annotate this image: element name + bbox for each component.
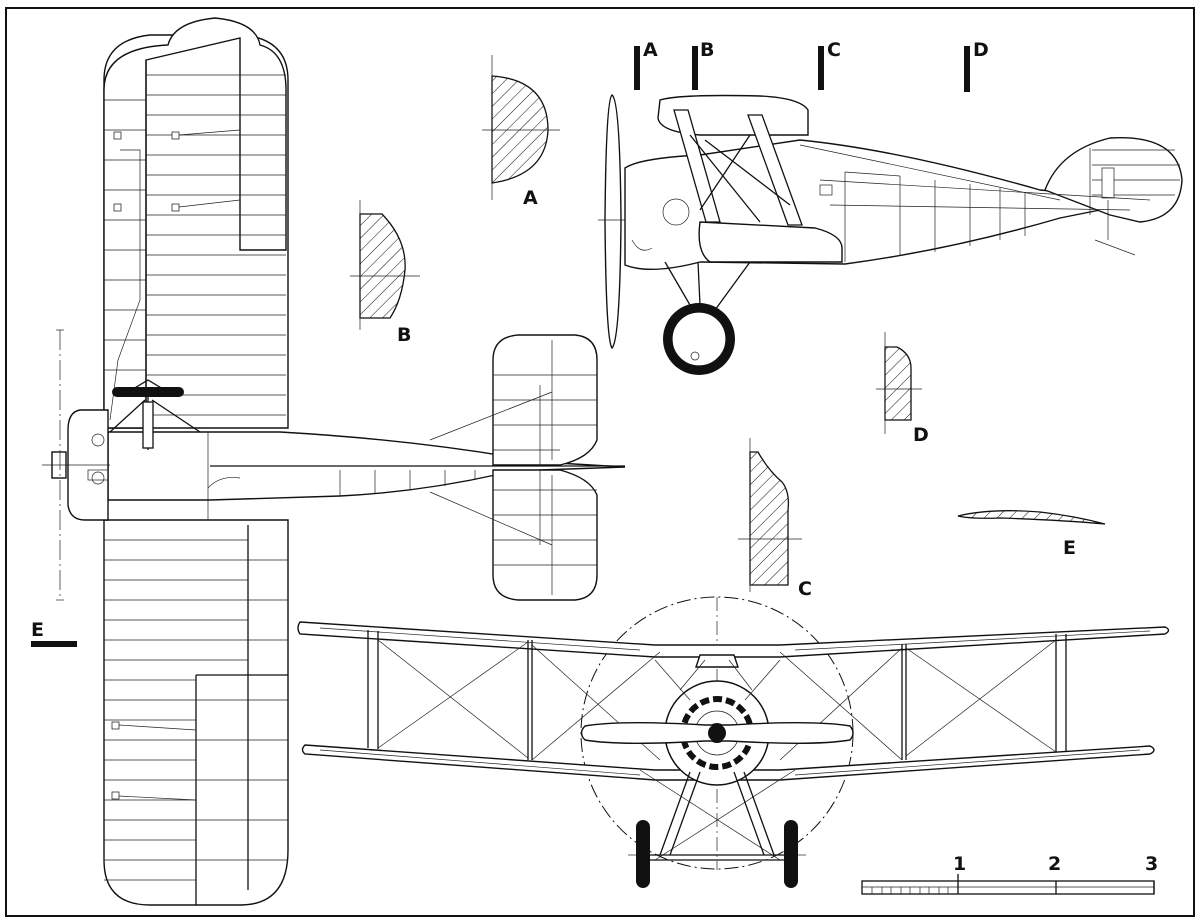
section-A-profile: [491, 75, 549, 184]
plan-tailplane-lower: [492, 469, 598, 601]
side-propeller: [604, 94, 622, 350]
side-view: A B C D: [598, 39, 1183, 375]
section-label-C: C: [798, 578, 812, 600]
plan-marker-E: [31, 641, 77, 647]
section-label-A: A: [523, 187, 538, 209]
side-fuselage-frames: [631, 144, 1151, 262]
front-cabane: [695, 654, 739, 668]
section-marker-label-C: C: [827, 39, 841, 61]
section-marker-C: [818, 46, 824, 90]
scale-number-3: 3: [1145, 853, 1158, 875]
front-wheel-left: [636, 820, 650, 888]
section-marker-label-D: D: [973, 39, 989, 61]
plan-aileron-bottom: [195, 674, 288, 905]
section-B-profile: [359, 213, 406, 319]
front-upper-wing: [297, 621, 1170, 658]
section-marker-label-A: A: [643, 39, 658, 61]
plan-ribs-bottom: [104, 539, 288, 881]
plan-view: [42, 17, 626, 906]
plan-marker-label-E: E: [31, 619, 44, 641]
side-wheel-hub: [671, 311, 727, 367]
section-E-airfoil: [957, 510, 1106, 525]
front-landing-gear: [650, 771, 785, 861]
plan-engine-detail: [87, 433, 109, 485]
plan-ribs-top: [104, 74, 286, 416]
front-wheel-right: [784, 820, 798, 888]
section-D-profile: [884, 346, 912, 421]
plan-cabane-struts: [109, 379, 201, 450]
scale-bar: 1 2 3: [861, 853, 1158, 895]
scale-bar-subdivisions: [871, 887, 949, 894]
section-marker-D: [964, 46, 970, 92]
plan-aileron-cables: [109, 129, 241, 801]
front-view: [297, 596, 1170, 888]
scale-number-1: 1: [953, 853, 966, 875]
side-interplane-struts: [673, 109, 803, 226]
section-label-B: B: [397, 324, 411, 346]
section-label-D: D: [913, 424, 929, 446]
sheet-border: [5, 7, 1195, 917]
side-lower-wing: [698, 221, 843, 263]
front-struts: [367, 630, 1067, 760]
plan-tail-ribs: [429, 340, 597, 595]
plan-upper-wing-top-rear-panel: [103, 17, 287, 429]
side-tail-detail: [1089, 148, 1180, 256]
plan-fuselage-frames: [207, 432, 476, 520]
section-marker-label-B: B: [700, 39, 714, 61]
section-marker-B: [692, 46, 698, 90]
front-wing-ribs: [319, 627, 1151, 776]
cross-sections: A B C D E E: [31, 55, 1106, 647]
side-upper-wing: [657, 94, 809, 136]
side-landing-gear: [664, 261, 751, 311]
section-label-E: E: [1063, 537, 1076, 559]
plan-cabane-bar: [112, 387, 184, 397]
section-C-profile: [749, 451, 790, 586]
section-marker-A: [634, 46, 640, 90]
scale-number-2: 2: [1048, 853, 1061, 875]
